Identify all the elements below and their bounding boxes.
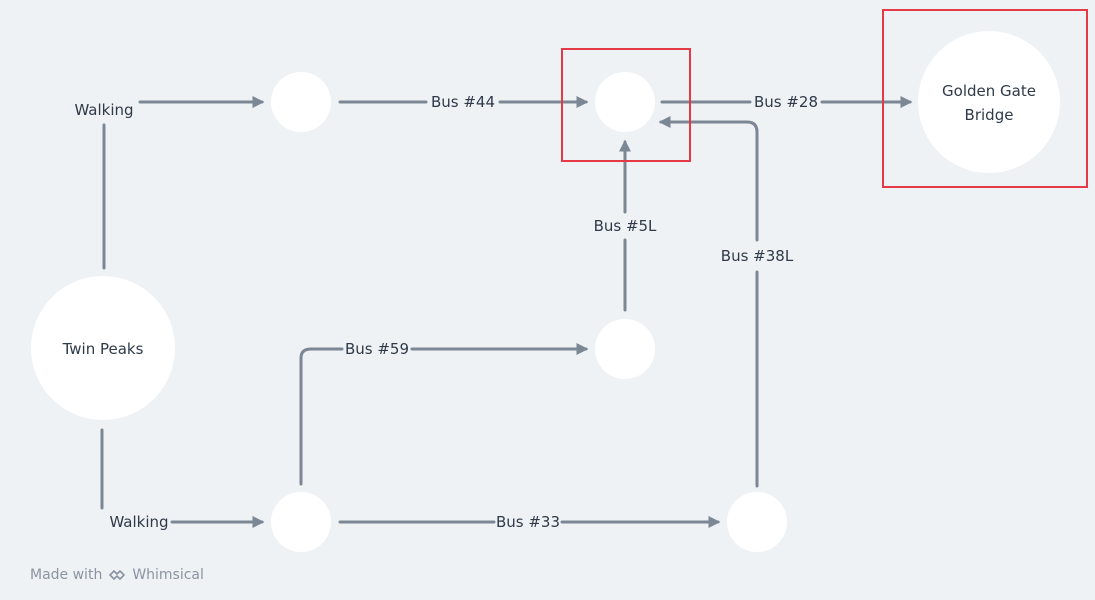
node-c[interactable]: [271, 492, 331, 552]
whimsical-logo-icon: [109, 570, 126, 580]
watermark-made-with: Made with: [30, 567, 103, 583]
highlight-box-hub: [561, 48, 691, 162]
node-golden-gate[interactable]: [918, 31, 1060, 173]
node-d[interactable]: [595, 319, 655, 379]
node-a[interactable]: [271, 72, 331, 132]
highlight-box-golden-gate: [882, 9, 1088, 188]
node-hub[interactable]: [595, 72, 655, 132]
label-golden-gate-line1: Golden Gate: [942, 82, 1036, 100]
label-bus33: Bus #33: [496, 513, 560, 531]
watermark-brand: Whimsical: [132, 567, 204, 583]
label-bus44: Bus #44: [431, 93, 495, 111]
label-bus28: Bus #28: [754, 93, 818, 111]
label-walking-top: Walking: [74, 101, 133, 119]
node-e[interactable]: [727, 492, 787, 552]
label-bus5l: Bus #5L: [594, 217, 657, 235]
label-twin-peaks: Twin Peaks: [62, 340, 144, 358]
label-bus38l: Bus #38L: [721, 247, 794, 265]
label-golden-gate-line2: Bridge: [965, 106, 1014, 124]
label-bus59: Bus #59: [345, 340, 409, 358]
edge-bus38l-upper: [658, 116, 759, 242]
watermark[interactable]: Made with Whimsical: [30, 566, 204, 584]
label-walking-bottom: Walking: [109, 513, 168, 531]
node-twin-peaks[interactable]: [31, 276, 175, 420]
edge-bus59: [299, 347, 344, 486]
